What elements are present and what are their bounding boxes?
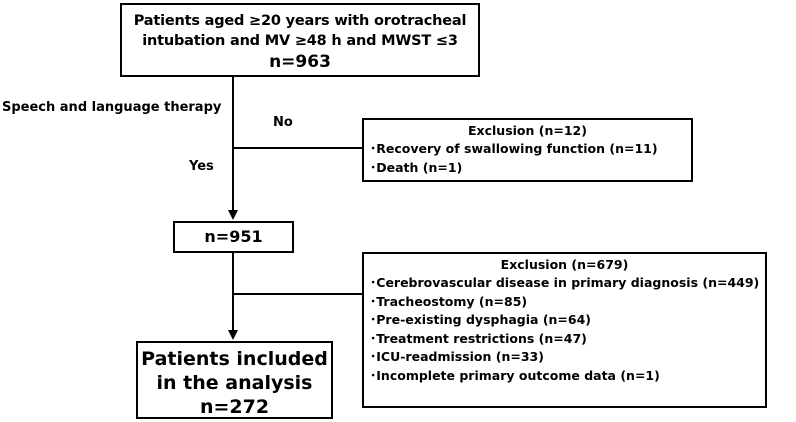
exclusion-1-item: Death (n=1): [370, 159, 691, 178]
intermediate-count: n=951: [204, 227, 263, 246]
therapy-label: Speech and language therapy: [2, 100, 222, 115]
exclusion-2-item: Pre-existing dysphagia (n=64): [370, 311, 765, 330]
exclusion-2-item: ICU-readmission (n=33): [370, 348, 765, 367]
eligibility-line-2: intubation and MV ≥48 h and MWST ≤3: [142, 33, 458, 49]
included-line-2: in the analysis: [156, 372, 313, 394]
included-line-1: Patients included: [141, 348, 328, 370]
exclusion-2-item: Incomplete primary outcome data (n=1): [370, 367, 765, 386]
eligibility-count: n=963: [269, 52, 331, 72]
eligibility-box: Patients aged ≥20 years with orotracheal…: [120, 3, 480, 77]
intermediate-count-box: n=951: [173, 221, 294, 253]
yes-label: Yes: [189, 159, 214, 174]
no-label: No: [273, 115, 293, 130]
exclusion-box-2: Exclusion (n=679) Cerebrovascular diseas…: [362, 252, 767, 408]
exclusion-2-heading: Exclusion (n=679): [500, 257, 629, 272]
exclusion-2-item: Treatment restrictions (n=47): [370, 330, 765, 349]
included-count: n=272: [199, 396, 270, 418]
exclusion-box-1: Exclusion (n=12) Recovery of swallowing …: [362, 118, 693, 182]
exclusion-1-heading: Exclusion (n=12): [468, 123, 587, 138]
exclusion-2-item: Tracheostomy (n=85): [370, 293, 765, 312]
eligibility-line-1: Patients aged ≥20 years with orotracheal: [133, 13, 467, 29]
exclusion-2-item: Cerebrovascular disease in primary diagn…: [370, 274, 765, 293]
exclusion-1-item: Recovery of swallowing function (n=11): [370, 140, 691, 159]
included-box: Patients included in the analysis n=272: [136, 341, 333, 419]
